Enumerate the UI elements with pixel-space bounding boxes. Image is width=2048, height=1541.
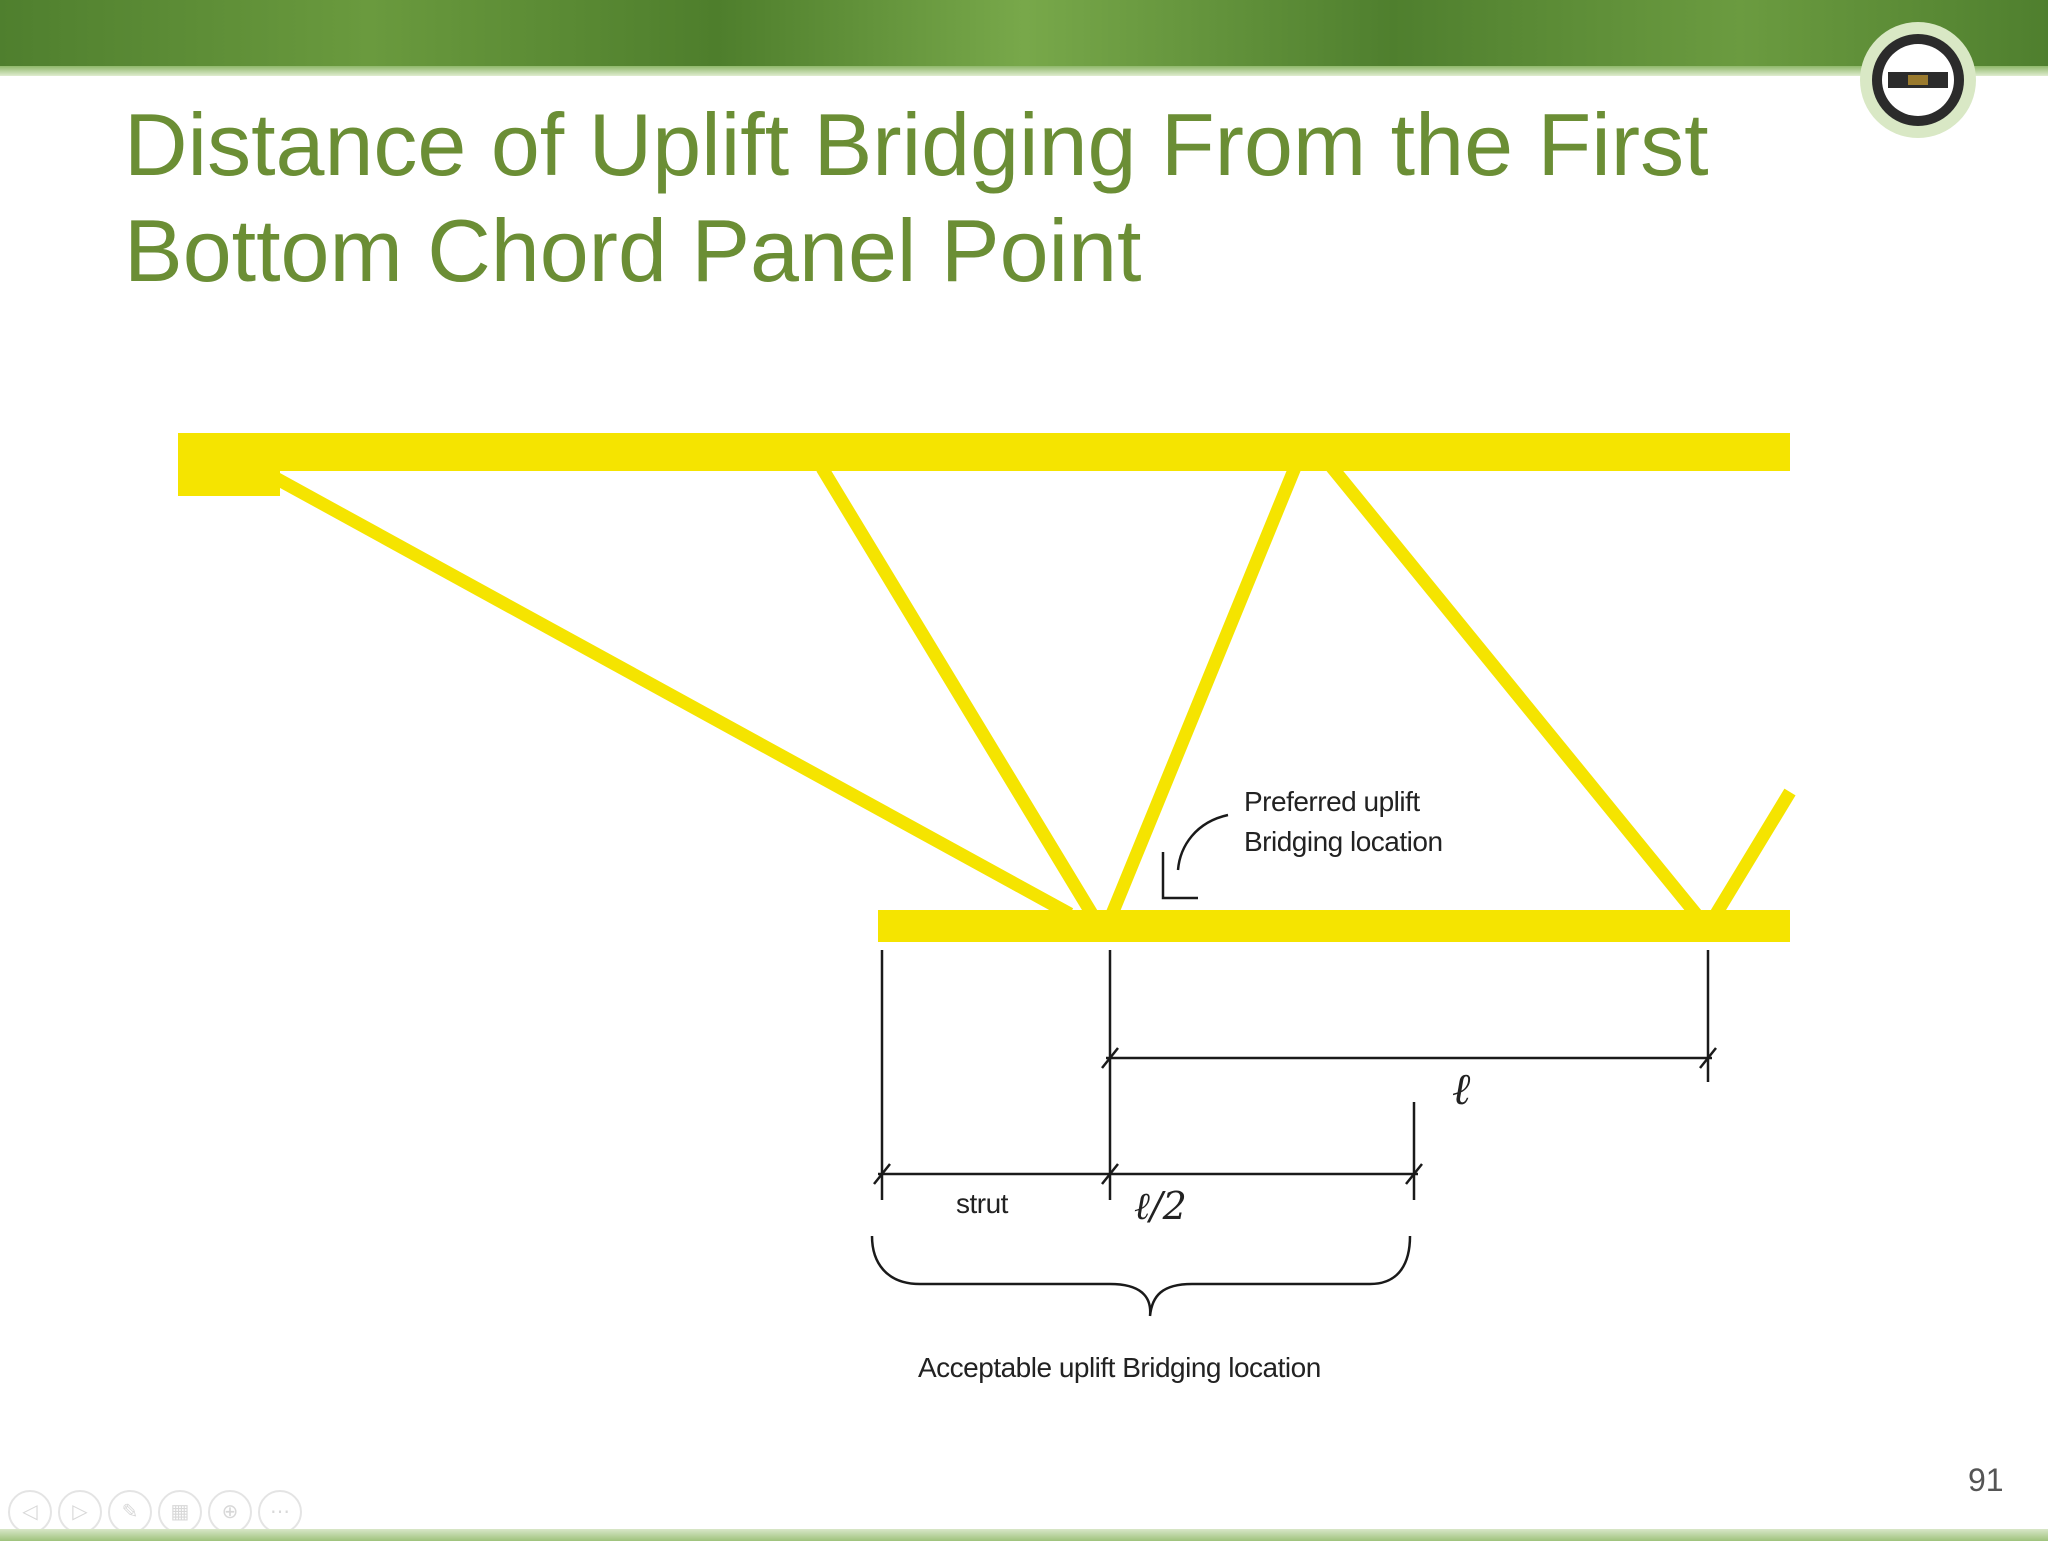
- acceptable-location-label: Acceptable uplift Bridging location: [918, 1352, 1321, 1383]
- web-member-4: [1710, 788, 1796, 918]
- end-diagonal: [266, 469, 1074, 920]
- slides-icon[interactable]: ▦: [158, 1490, 202, 1534]
- header-band: [0, 0, 2048, 76]
- top-chord: [178, 433, 1790, 471]
- page-number: 91: [1968, 1462, 2004, 1498]
- preferred-location-leader: [1176, 813, 1229, 871]
- zoom-icon[interactable]: ⊕: [208, 1490, 252, 1534]
- slideshow-nav-bar: ◁ ▷ ✎ ▦ ⊕ ⋯: [8, 1490, 302, 1534]
- half-span-label: ℓ/2: [1134, 1184, 1187, 1228]
- strut-tick-left: [873, 1163, 891, 1185]
- strut-tick-mid: [1101, 1163, 1119, 1185]
- preferred-location-marker: [1161, 852, 1198, 900]
- web-member-2: [1105, 462, 1303, 917]
- more-icon[interactable]: ⋯: [258, 1490, 302, 1534]
- institute-logo: [1860, 22, 1976, 138]
- strut-tick-right: [1405, 1163, 1423, 1185]
- footer-band: [0, 1529, 2048, 1541]
- strut-label: strut: [956, 1188, 1008, 1219]
- web-member-3: [1324, 460, 1702, 919]
- title-line-1: Distance of Uplift Bridging From the Fir…: [124, 95, 1709, 194]
- span-label: ℓ: [1452, 1064, 1471, 1115]
- dimension-lines: [870, 813, 1717, 1317]
- pen-icon[interactable]: ✎: [108, 1490, 152, 1534]
- preferred-location-label-line-2: Bridging location: [1244, 826, 1443, 857]
- acceptable-range-brace: [870, 1235, 1412, 1317]
- span-tick-left: [1101, 1047, 1119, 1069]
- web-member-1: [816, 464, 1098, 918]
- bottom-chord: [878, 910, 1790, 942]
- joist-truss: [178, 433, 1796, 942]
- preferred-location-label-line-1: Preferred uplift: [1244, 786, 1420, 817]
- previous-icon[interactable]: ◁: [8, 1490, 52, 1534]
- slide-title: Distance of Uplift Bridging From the Fir…: [124, 92, 1824, 304]
- bearing-seat: [178, 440, 280, 496]
- title-line-2: Bottom Chord Panel Point: [124, 201, 1142, 300]
- next-icon[interactable]: ▷: [58, 1490, 102, 1534]
- span-tick-right: [1699, 1047, 1717, 1069]
